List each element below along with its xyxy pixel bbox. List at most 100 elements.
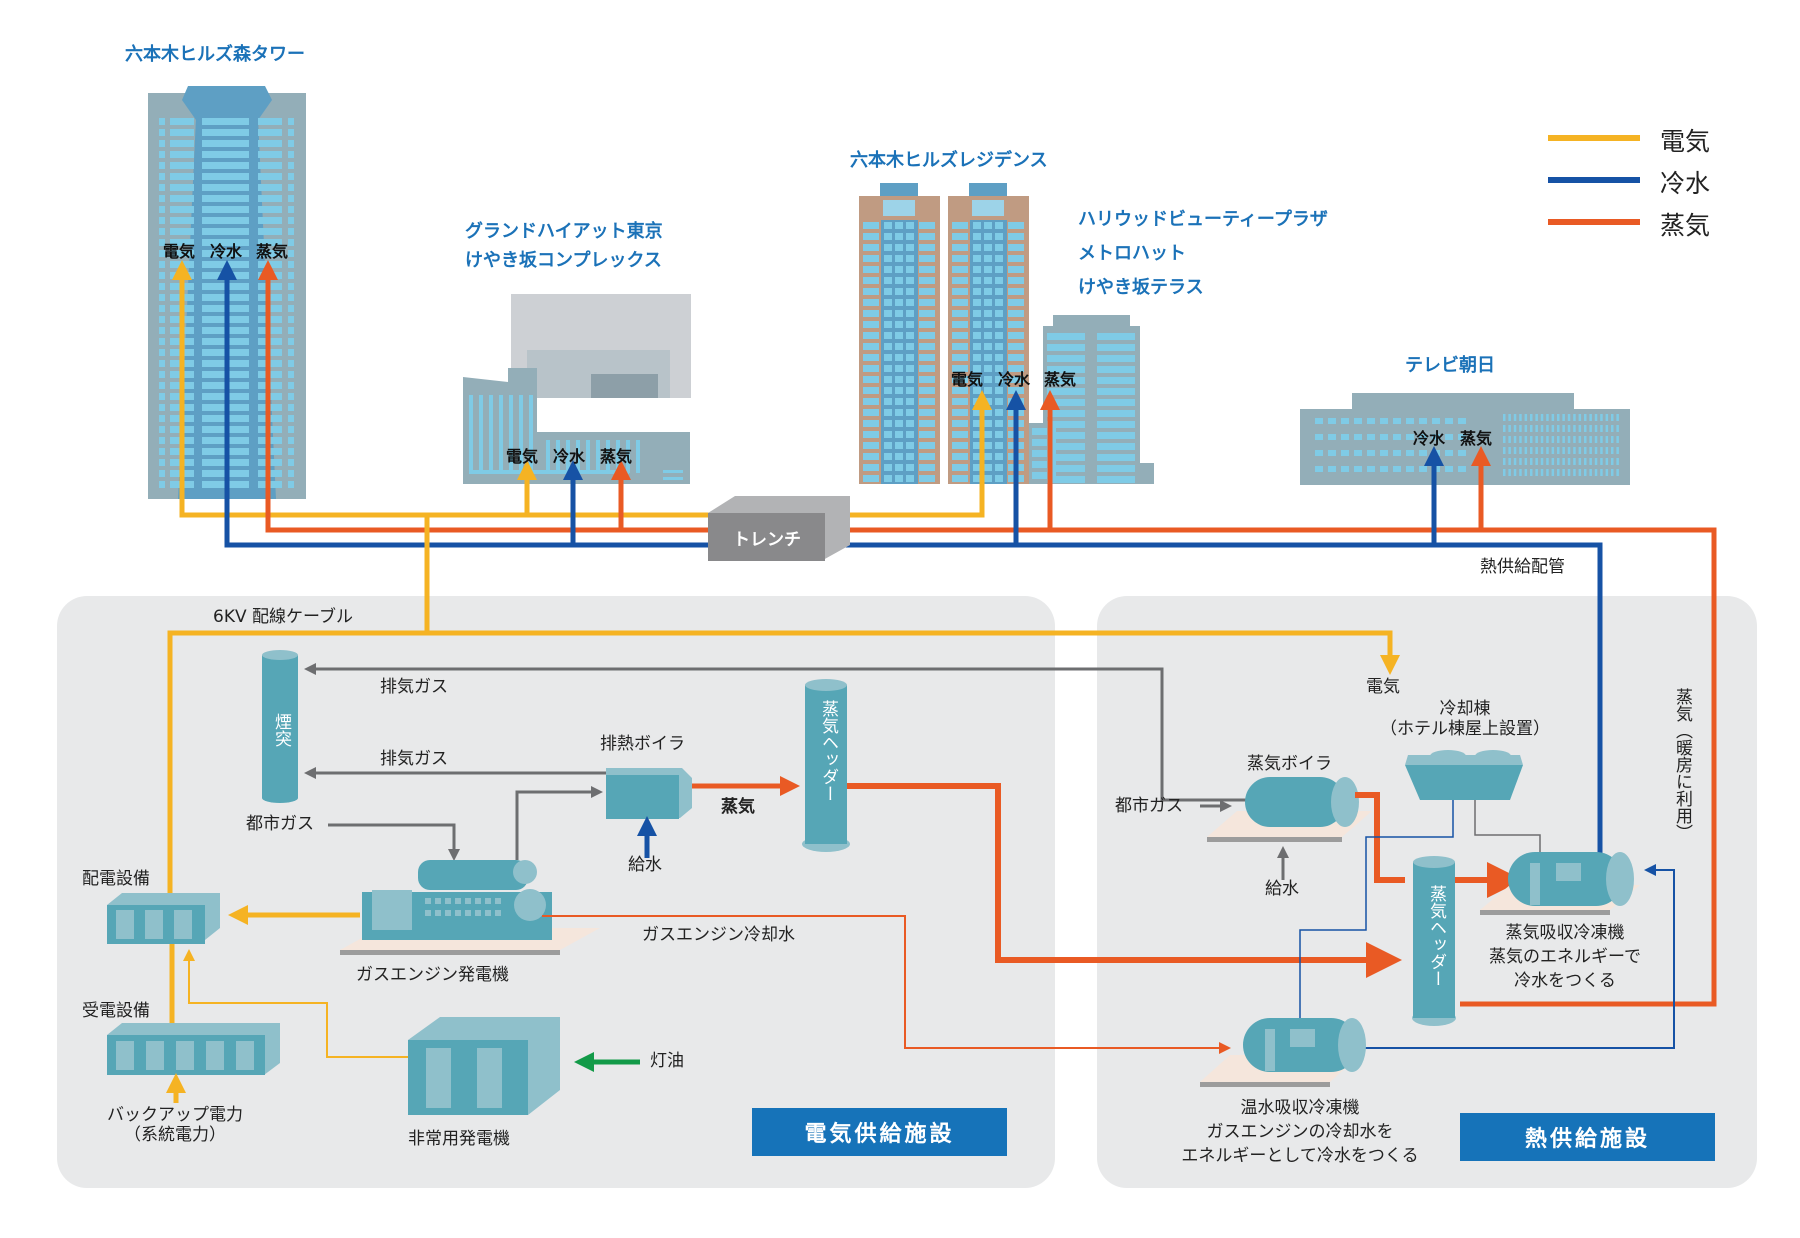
window bbox=[1458, 418, 1466, 424]
window bbox=[1530, 436, 1533, 443]
window bbox=[288, 250, 294, 257]
window bbox=[1530, 469, 1533, 476]
window bbox=[1546, 414, 1549, 421]
window bbox=[636, 440, 640, 473]
exhaust-gas-label-1: 排気ガス bbox=[380, 677, 448, 697]
window bbox=[1594, 469, 1598, 476]
window bbox=[863, 266, 879, 273]
window bbox=[919, 233, 935, 240]
window bbox=[973, 299, 981, 306]
window bbox=[895, 354, 903, 361]
window bbox=[1519, 469, 1522, 476]
window bbox=[1445, 418, 1453, 424]
window bbox=[863, 431, 879, 438]
window bbox=[1584, 469, 1587, 476]
window bbox=[952, 475, 968, 482]
window bbox=[1032, 472, 1056, 479]
window bbox=[479, 395, 483, 473]
window bbox=[170, 206, 194, 213]
feed-water-label-2: 給水 bbox=[1265, 879, 1299, 899]
window bbox=[973, 277, 981, 284]
window bbox=[1047, 355, 1085, 362]
window bbox=[170, 250, 194, 257]
window bbox=[984, 409, 992, 416]
window bbox=[159, 140, 165, 147]
window bbox=[952, 321, 968, 328]
window bbox=[1573, 447, 1576, 454]
window bbox=[1032, 428, 1056, 435]
window bbox=[906, 266, 914, 273]
window bbox=[1551, 436, 1555, 443]
window bbox=[288, 316, 294, 323]
window bbox=[288, 173, 294, 180]
window bbox=[995, 442, 1003, 449]
window bbox=[1616, 447, 1619, 454]
window bbox=[1567, 436, 1571, 443]
window bbox=[1519, 458, 1522, 465]
hollywood-plaza-building bbox=[1029, 315, 1154, 484]
window bbox=[1519, 425, 1522, 432]
window bbox=[1594, 436, 1598, 443]
mori-tower-title: 六本木ヒルズ森タワー bbox=[125, 44, 305, 65]
window bbox=[1573, 436, 1576, 443]
window bbox=[1380, 450, 1388, 456]
window bbox=[1600, 469, 1603, 476]
window bbox=[1380, 418, 1388, 424]
window bbox=[884, 244, 892, 251]
window bbox=[258, 195, 282, 202]
window bbox=[984, 387, 992, 394]
window bbox=[1540, 425, 1544, 432]
window bbox=[1584, 436, 1587, 443]
window bbox=[884, 365, 892, 372]
window bbox=[995, 420, 1003, 427]
window bbox=[995, 365, 1003, 372]
grand-hyatt-title: グランドハイアット東京 けやき坂コンプレックス bbox=[465, 218, 663, 276]
window bbox=[1540, 469, 1544, 476]
window bbox=[1315, 418, 1323, 424]
window bbox=[202, 250, 249, 257]
steam-boiler bbox=[1207, 777, 1372, 842]
window bbox=[1458, 434, 1466, 440]
window bbox=[1419, 466, 1427, 472]
window bbox=[1008, 343, 1024, 350]
window bbox=[973, 255, 981, 262]
window bbox=[906, 343, 914, 350]
window bbox=[159, 129, 165, 136]
window bbox=[1341, 434, 1349, 440]
window bbox=[1524, 469, 1528, 476]
window bbox=[919, 310, 935, 317]
window bbox=[884, 332, 892, 339]
window bbox=[884, 233, 892, 240]
window bbox=[906, 431, 914, 438]
window bbox=[1008, 354, 1024, 361]
window bbox=[1097, 388, 1135, 395]
window bbox=[1354, 418, 1362, 424]
hollywood-line3: けやき坂テラス bbox=[1078, 277, 1204, 298]
window bbox=[258, 228, 282, 235]
window bbox=[1008, 266, 1024, 273]
chilled-return-line bbox=[1364, 864, 1675, 1049]
window bbox=[984, 299, 992, 306]
window bbox=[863, 442, 879, 449]
window bbox=[445, 898, 451, 904]
window bbox=[288, 261, 294, 268]
window bbox=[1008, 233, 1024, 240]
window bbox=[1535, 447, 1538, 454]
window bbox=[1503, 447, 1506, 454]
window bbox=[159, 371, 165, 378]
window bbox=[288, 360, 294, 367]
window bbox=[1589, 469, 1592, 476]
tv-asahi-building bbox=[1300, 393, 1630, 485]
window bbox=[984, 398, 992, 405]
window bbox=[952, 464, 968, 471]
window bbox=[984, 354, 992, 361]
exhaust-gas-label-2: 排気ガス bbox=[380, 749, 448, 769]
window bbox=[973, 310, 981, 317]
window bbox=[952, 398, 968, 405]
window bbox=[1567, 414, 1571, 421]
window bbox=[952, 387, 968, 394]
window bbox=[1573, 425, 1576, 432]
residence-util-steam: 蒸気 bbox=[1044, 370, 1077, 389]
electric-facility-title: 電気供給施設 bbox=[752, 1108, 1007, 1156]
mori-util-chilled: 冷水 bbox=[210, 242, 243, 261]
